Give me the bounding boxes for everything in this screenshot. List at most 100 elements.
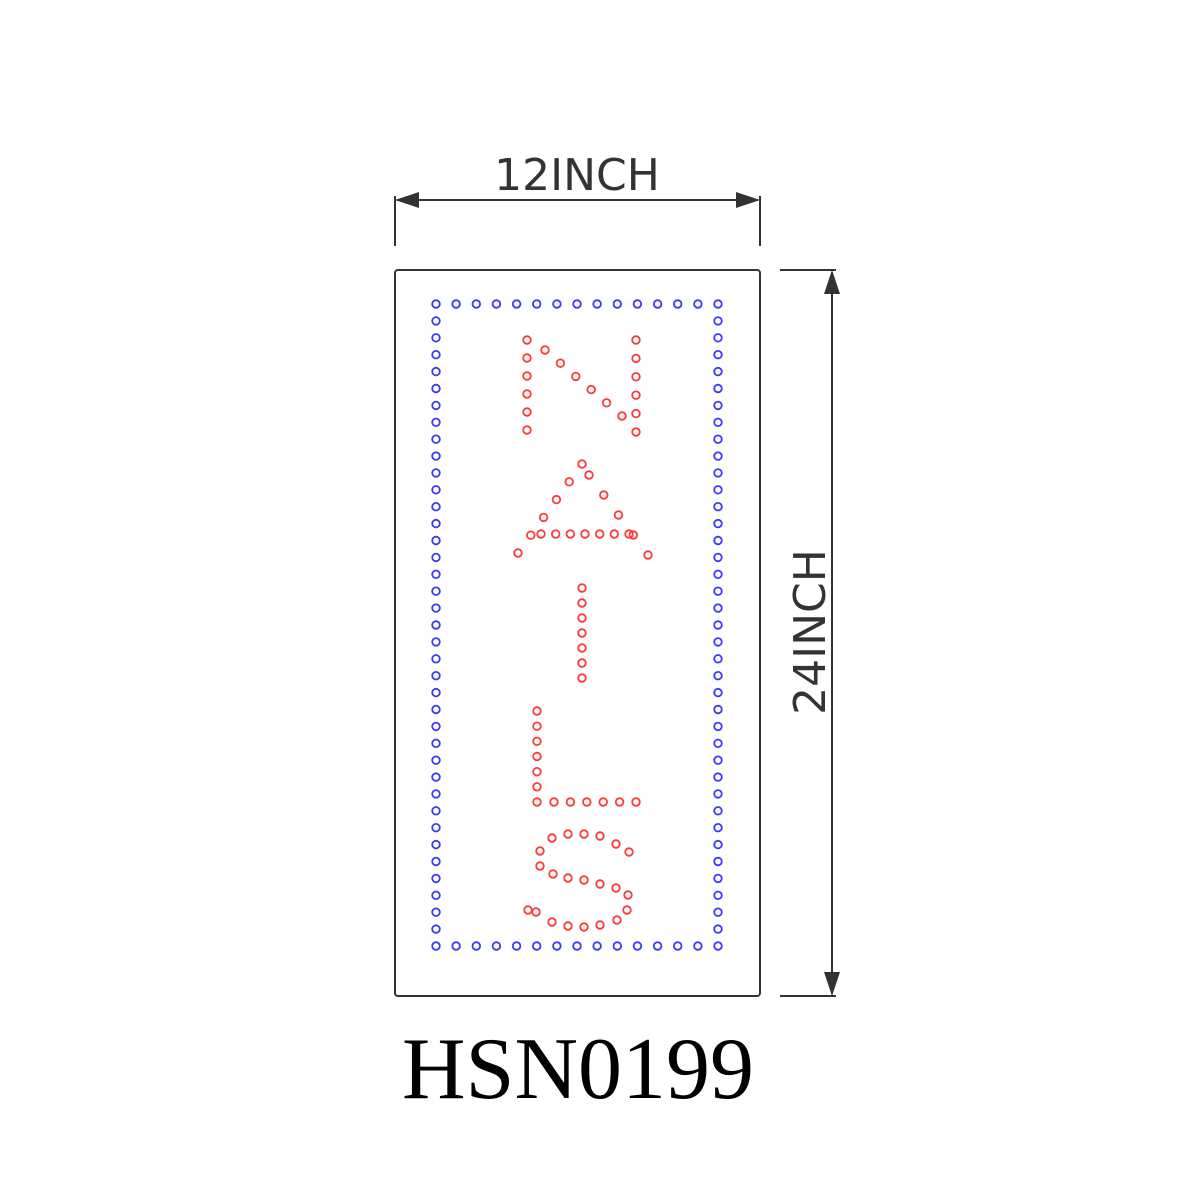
letter-led [547,917,557,927]
letter-led [613,510,624,520]
letter-led [611,839,621,849]
border-led [431,316,441,326]
letter-led [579,875,589,885]
border-led [431,400,441,411]
letter-led [563,829,573,839]
border-led [511,299,522,309]
letter-led [563,921,573,931]
border-led [431,586,441,596]
letter-s-leds [523,829,634,932]
letter-led [540,345,550,355]
letter-led [612,915,622,925]
border-led [713,552,723,563]
border-led [713,671,723,681]
letter-led [538,512,549,523]
letter-led [577,613,587,623]
border-led [431,654,441,664]
border-led [431,383,441,394]
letter-led [551,529,561,539]
letter-led [624,529,634,539]
border-led [713,620,723,630]
letter-a-leds [513,459,653,560]
border-led [532,941,542,951]
border-led [431,856,441,867]
letter-led [547,833,557,843]
letter-led [586,384,596,395]
border-led [713,755,723,765]
border-led [431,552,441,563]
letter-led [522,425,532,435]
border-led [431,873,441,884]
letter-led [563,873,573,883]
letter-led [535,846,545,856]
border-led [431,789,441,799]
border-led [652,299,663,309]
letter-led [631,427,641,437]
letter-led [551,494,562,505]
border-led [552,941,562,951]
letter-led [582,797,592,807]
border-led [552,299,562,309]
model-code: HSN0199 [402,1021,754,1118]
letter-led [532,797,542,807]
letter-led [577,673,587,683]
letter-led [565,529,575,539]
border-led [713,687,723,698]
width-dimension: 12INCH [394,150,761,246]
letter-led [522,389,532,399]
letter-led [579,829,589,839]
border-led [431,502,441,512]
border-led [713,400,723,411]
border-led [713,518,723,529]
border-led [713,316,723,326]
letter-led [631,390,641,400]
border-led [713,941,723,951]
border-led [612,299,622,309]
border-led [713,637,723,647]
border-led [431,434,441,444]
border-led [431,451,441,461]
border-led [713,924,723,934]
border-led [713,806,723,816]
border-led [713,586,723,596]
border-led [431,806,441,816]
border-led [431,721,441,732]
letter-led [565,797,576,807]
letter-led [623,890,633,900]
letter-i-leds [577,583,587,683]
border-led [431,333,441,343]
width-label: 12INCH [494,150,660,201]
letter-led [549,797,559,807]
letter-led [577,583,587,593]
letter-led [631,372,641,382]
border-led [713,789,723,799]
border-led [713,856,723,867]
border-led [431,907,441,917]
letter-leds [513,335,653,932]
letter-led [555,358,566,368]
border-led [713,383,723,394]
letter-led [548,869,558,879]
border-led [713,738,723,748]
border-led [713,907,723,917]
border-led [532,299,542,309]
letter-led [598,797,608,807]
border-led [431,535,441,546]
border-led [431,620,441,630]
letter-led [523,905,533,915]
letter-led [532,751,542,762]
letter-led [532,782,542,792]
border-led [713,569,723,579]
border-led [572,299,582,309]
letter-led [522,407,532,417]
letter-led [579,922,589,932]
border-led [431,518,441,529]
letter-led [577,628,587,638]
border-led [431,485,441,495]
letter-led [628,530,638,540]
letter-led [643,550,653,560]
letter-led [624,847,634,857]
letter-led [580,529,590,539]
letter-led [564,477,574,487]
letter-led [531,907,541,917]
